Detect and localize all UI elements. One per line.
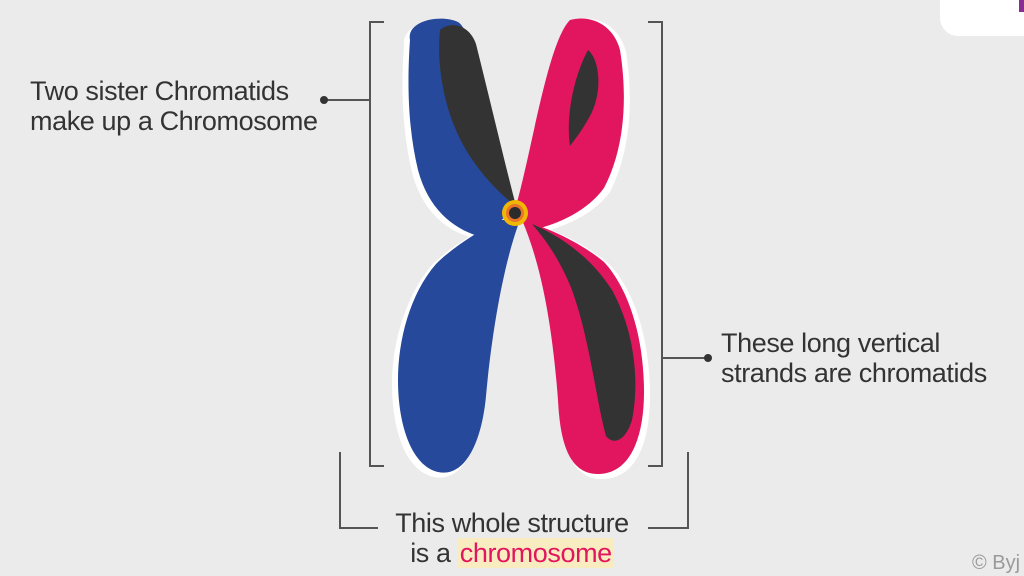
chromatid-left-upper-strand <box>439 25 516 206</box>
right-bracket <box>648 21 663 467</box>
left-label-dot <box>320 96 328 104</box>
sister-chromatids-label-line2: make up a Chromosome <box>30 106 318 136</box>
left-bracket <box>369 21 384 467</box>
chromatids-strands-label-line1: These long vertical <box>721 328 941 358</box>
centromere-core <box>509 207 521 219</box>
whole-structure-label-line2: is a chromosome <box>386 538 638 568</box>
whole-structure-label-prefix: is a <box>410 538 458 568</box>
chromatid-left-lower <box>398 220 520 473</box>
bottom-bracket <box>339 452 689 529</box>
chromosome-highlight: chromosome <box>457 538 614 568</box>
right-label-dot <box>704 354 712 362</box>
chromatids-strands-label: These long vertical strands are chromati… <box>721 328 987 388</box>
corner-card <box>940 0 1024 36</box>
chromatids-strands-label-line2: strands are chromatids <box>721 358 987 388</box>
sister-chromatids-label-line1: Two sister Chromatids <box>30 76 289 106</box>
whole-structure-label: This whole structure is a chromosome <box>386 508 638 568</box>
corner-accent-mark <box>1019 0 1024 12</box>
sister-chromatids-label: Two sister Chromatids make up a Chromoso… <box>30 76 318 136</box>
whole-structure-label-line1: This whole structure <box>395 508 629 538</box>
copyright-credit: © Byj <box>972 552 1021 574</box>
chromatid-right-lower-strand <box>532 224 636 441</box>
chromatid-right-upper-strand <box>568 50 599 146</box>
